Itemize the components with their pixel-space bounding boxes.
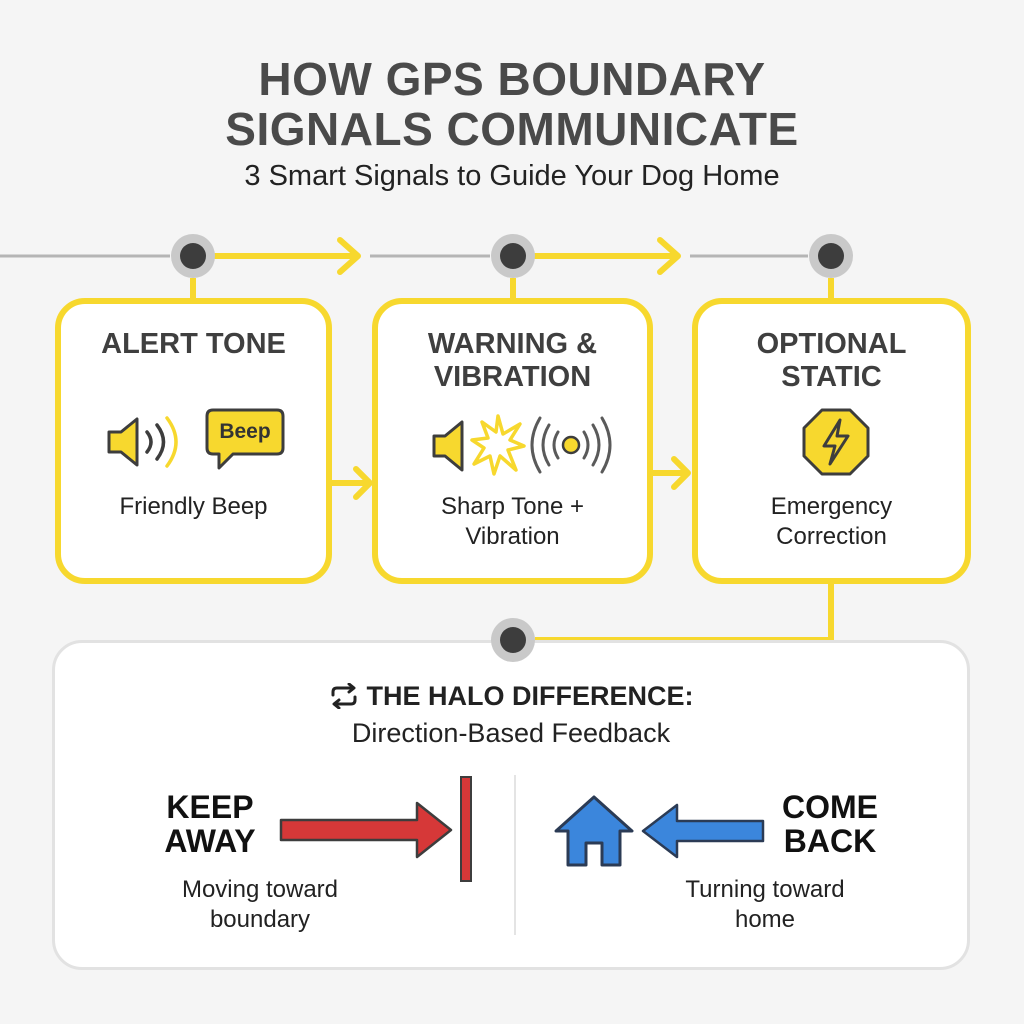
come-back-caption-line-1: Turning toward: [685, 876, 845, 903]
node-3: [809, 234, 853, 278]
halo-heading: THE HALO DIFFERENCE:: [55, 681, 967, 712]
speaker-icon: [107, 416, 178, 468]
top-arrow-2: [532, 237, 681, 275]
step-icons: [378, 410, 647, 482]
step-title: ALERT TONE: [61, 328, 326, 361]
keep-away-caption-line-1: Moving toward: [181, 876, 339, 903]
step-caption: Emergency Correction: [698, 492, 965, 552]
page-title: HOW GPS BOUNDARY SIGNALS COMMUNICATE: [0, 54, 1024, 154]
title-line-2: SIGNALS COMMUNICATE: [225, 103, 799, 155]
step-title-line-2: VIBRATION: [433, 361, 592, 393]
come-back-caption-line-2: home: [734, 906, 796, 933]
repeat-arrows-icon: [331, 682, 356, 710]
vibration-icon: [530, 416, 612, 474]
step-card-alert-tone: ALERT TONE Beep Friendly Beep: [55, 298, 332, 584]
step-caption: Friendly Beep: [61, 492, 326, 522]
step-card-warning-vibration: WARNING & VIBRATION Sharp Tone + Vibrati…: [372, 298, 653, 584]
speech-bubble-icon: [205, 408, 285, 470]
keep-away-line-1: KEEP: [166, 789, 254, 825]
step-title: OPTIONAL STATIC: [698, 328, 965, 394]
keep-away-caption: Moving toward boundary: [140, 875, 380, 935]
halo-heading-text: THE HALO DIFFERENCE:: [366, 681, 694, 711]
node-1: [171, 234, 215, 278]
keep-away-caption-line-2: boundary: [209, 906, 311, 933]
top-arrow-1: [212, 237, 361, 275]
side-arrow-2: [648, 456, 691, 490]
step-title-line-2: STATIC: [781, 361, 882, 393]
step-icons: Beep: [61, 404, 326, 484]
halo-connector: [535, 584, 834, 643]
step-caption-line-1: Friendly Beep: [119, 493, 268, 520]
step-caption-line-2: Correction: [776, 523, 887, 550]
halo-node: [491, 618, 535, 662]
page-subtitle: 3 Smart Signals to Guide Your Dog Home: [244, 160, 780, 192]
halo-subheading: Direction-Based Feedback: [351, 718, 671, 748]
node-2: [491, 234, 535, 278]
step-caption: Sharp Tone + Vibration: [378, 492, 647, 552]
come-back-label: COME BACK: [755, 790, 905, 858]
lightning-octagon-icon: [802, 408, 870, 476]
burst-icon: [470, 414, 526, 476]
step-caption-line-1: Emergency: [770, 493, 893, 520]
step-caption-line-1: Sharp Tone +: [440, 493, 584, 520]
red-arrow-to-boundary-icon: [279, 776, 472, 882]
speaker-icon: [432, 420, 464, 472]
blue-arrow-back-icon: [641, 803, 765, 859]
come-back-line-1: COME: [782, 789, 878, 825]
step-card-optional-static: OPTIONAL STATIC Emergency Correction: [692, 298, 971, 584]
come-back-caption: Turning toward home: [645, 875, 885, 935]
keep-away-line-2: AWAY: [164, 823, 256, 859]
step-title-line-1: WARNING &: [427, 328, 598, 360]
step-caption-line-2: Vibration: [465, 523, 560, 550]
halo-difference-panel: THE HALO DIFFERENCE: Direction-Based Fee…: [52, 640, 970, 970]
side-arrow-1: [327, 466, 373, 500]
step-title-line-1: ALERT TONE: [101, 328, 286, 360]
halo-divider: [514, 775, 516, 935]
keep-away-label: KEEP AWAY: [135, 790, 285, 858]
come-back-line-2: BACK: [783, 823, 877, 859]
step-title: WARNING & VIBRATION: [378, 328, 647, 394]
title-line-1: HOW GPS BOUNDARY: [258, 53, 766, 105]
step-title-line-1: OPTIONAL: [756, 328, 907, 360]
beep-badge-label: Beep: [219, 420, 271, 443]
step-icons: [698, 406, 965, 480]
house-icon: [554, 795, 634, 867]
